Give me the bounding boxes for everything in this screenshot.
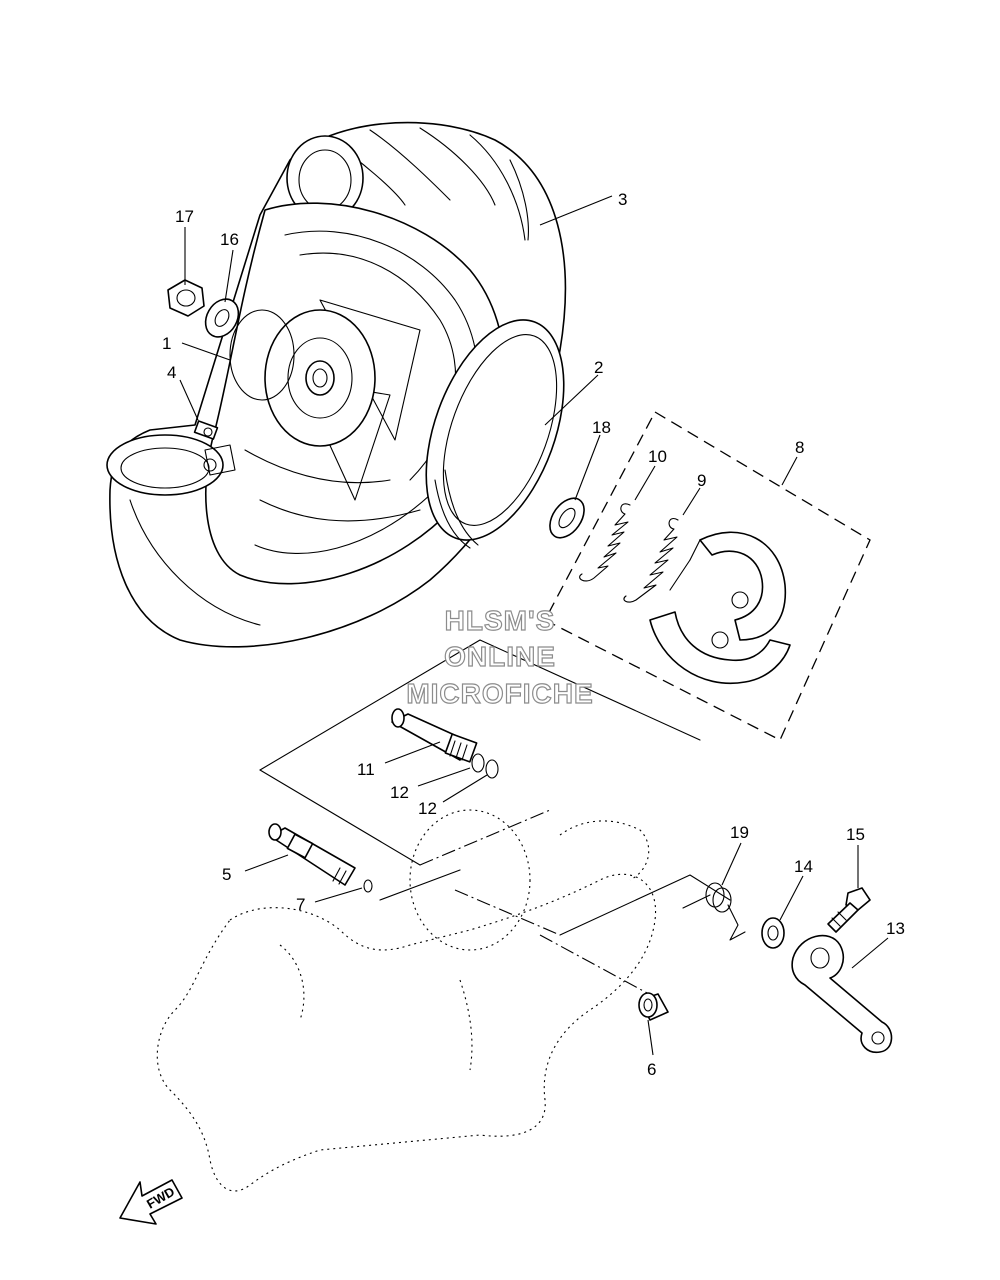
shaft-5 xyxy=(268,823,356,886)
callout-18: 18 xyxy=(592,418,611,437)
callout-16: 16 xyxy=(220,230,239,249)
washer-14 xyxy=(761,917,785,949)
bolt-15 xyxy=(827,887,871,933)
leader-lines xyxy=(179,195,889,1056)
watermark-line-3: MICROFICHE xyxy=(406,678,593,709)
nut-17 xyxy=(167,279,205,317)
callout-5: 5 xyxy=(222,865,231,884)
callout-11: 11 xyxy=(357,760,375,779)
callout-6: 6 xyxy=(647,1060,656,1079)
cam-lever-13 xyxy=(791,934,893,1054)
watermark: HLSM'S ONLINE MICROFICHE xyxy=(406,604,594,709)
callout-8: 8 xyxy=(795,438,804,457)
brake-shoes xyxy=(649,531,791,685)
fwd-arrow-icon xyxy=(119,1179,183,1225)
callout-4: 4 xyxy=(167,363,176,382)
callout-13: 13 xyxy=(886,919,905,938)
callout-15: 15 xyxy=(846,825,865,844)
callout-19: 19 xyxy=(730,823,749,842)
o-rings-12 xyxy=(471,753,499,779)
spring-10 xyxy=(579,503,631,582)
axle-shaft-11 xyxy=(391,708,478,763)
callout-12b: 12 xyxy=(418,799,437,818)
callout-14: 14 xyxy=(794,857,813,876)
callout-labels: 1 2 3 4 5 6 7 8 9 10 11 12 12 13 14 15 1… xyxy=(162,190,905,1079)
callout-9: 9 xyxy=(697,471,706,490)
valve-4 xyxy=(193,420,219,440)
callout-10: 10 xyxy=(648,447,667,466)
callout-12a: 12 xyxy=(390,783,409,802)
brake-drum-ring xyxy=(425,319,565,549)
callout-2: 2 xyxy=(594,358,603,377)
callout-17: 17 xyxy=(175,207,194,226)
watermark-line-2: ONLINE xyxy=(444,641,556,672)
torsion-spring-19 xyxy=(682,882,746,941)
spring-9 xyxy=(623,518,679,603)
clip-7 xyxy=(363,879,373,893)
washer-16 xyxy=(204,298,240,338)
crankcase-housing xyxy=(156,809,731,1192)
washer-18 xyxy=(549,497,585,539)
callout-7: 7 xyxy=(296,895,305,914)
axle-group-frame xyxy=(259,639,701,866)
bushing-6 xyxy=(638,992,669,1021)
callout-1: 1 xyxy=(162,334,171,353)
brake-shoe-group-box xyxy=(544,411,871,741)
callout-3: 3 xyxy=(618,190,627,209)
watermark-line-1: HLSM'S xyxy=(445,605,556,636)
